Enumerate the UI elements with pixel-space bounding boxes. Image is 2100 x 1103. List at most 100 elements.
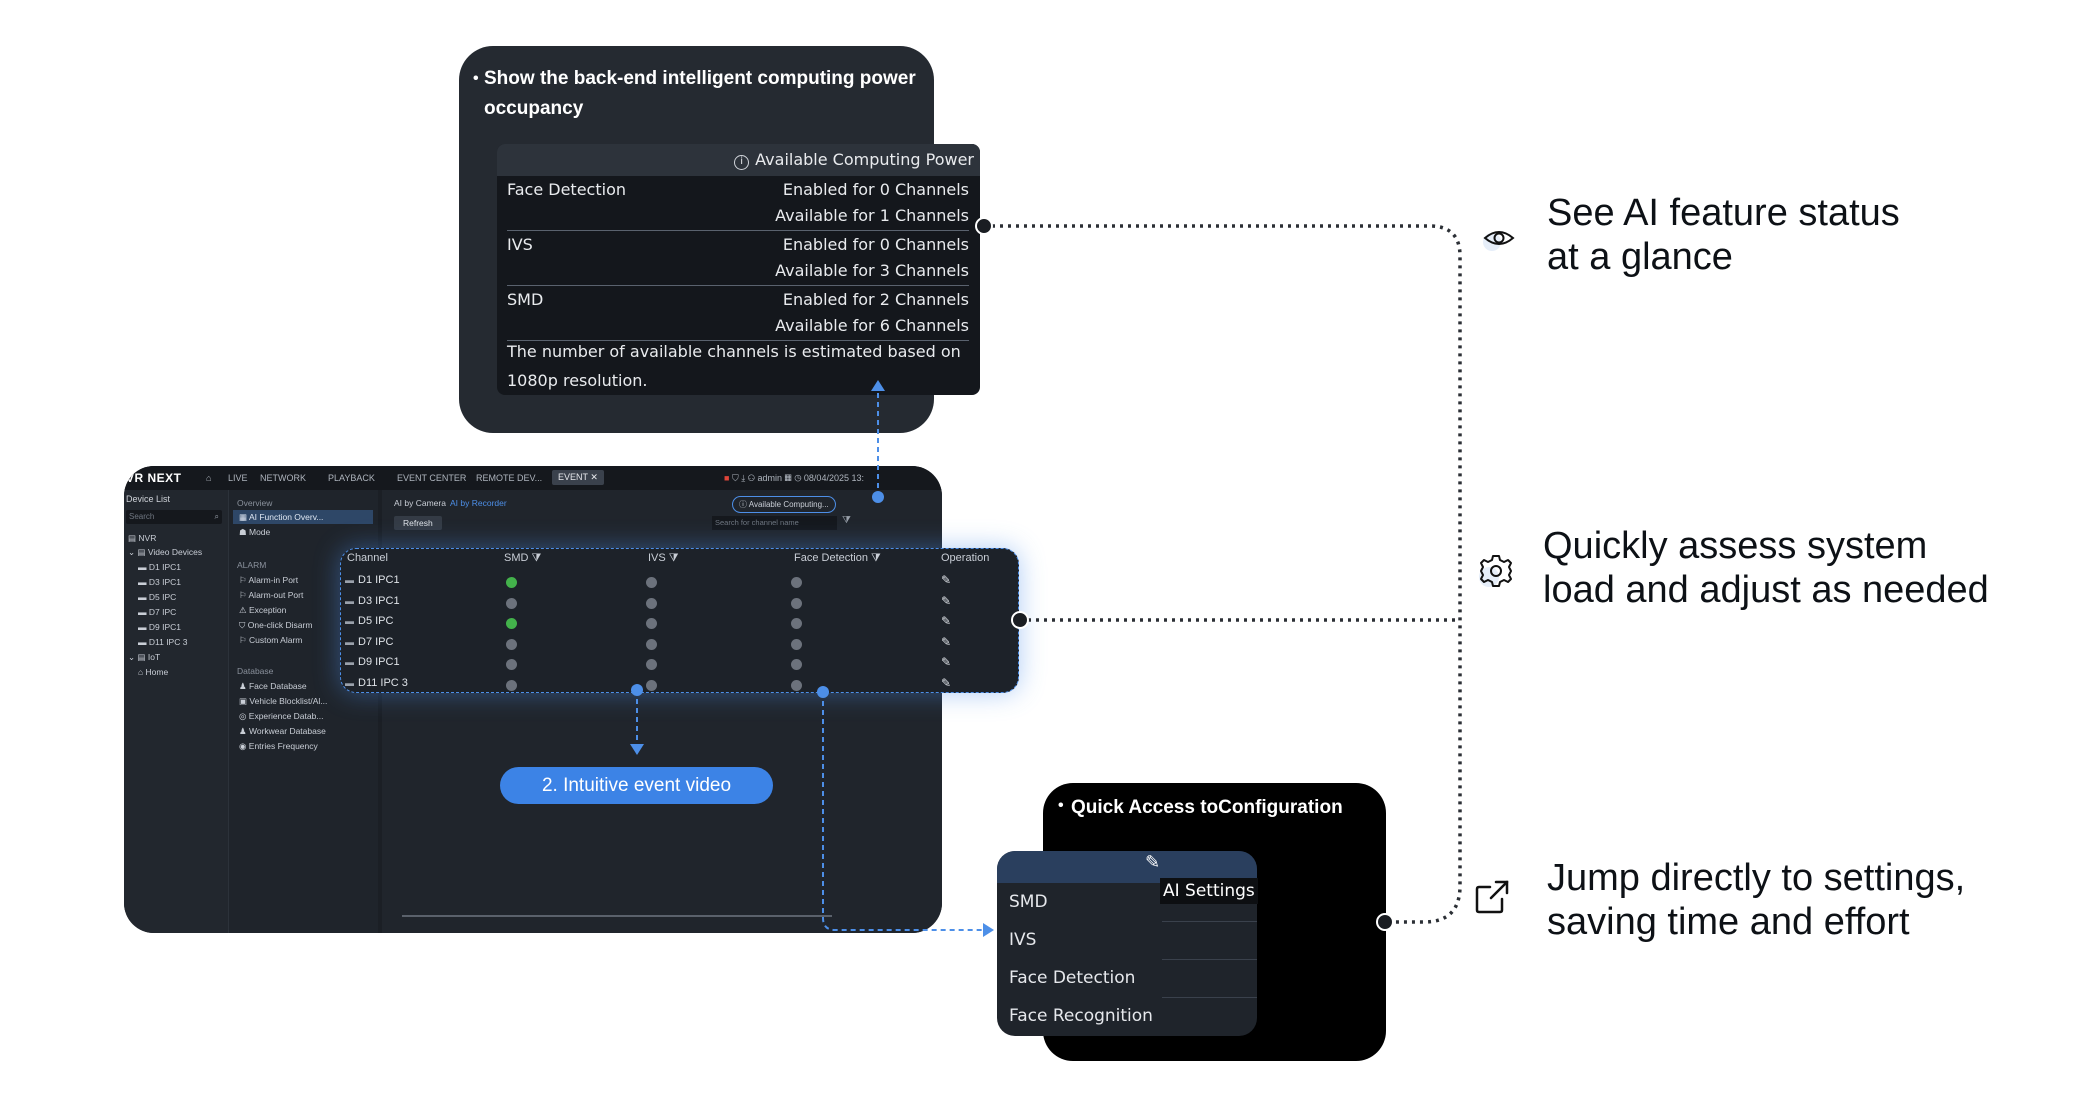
home-icon[interactable]: ⌂ <box>206 473 212 483</box>
power-row-ivs: IVS Enabled for 0 Channels Available for… <box>507 231 969 286</box>
channel-name: D1 IPC1 <box>358 574 400 586</box>
ai-menu-item-ivs[interactable]: IVS <box>1009 930 1037 950</box>
user-name[interactable]: admin <box>757 473 782 483</box>
edit-icon[interactable]: ✎ <box>941 634 952 649</box>
divider <box>1162 997 1257 998</box>
column-header-operation: Operation <box>941 552 990 564</box>
column-header-channel: Channel <box>347 552 388 564</box>
menu-item-custom-alarm[interactable]: ⚐ Custom Alarm <box>239 635 303 645</box>
camera-icon: ▬ <box>345 575 354 585</box>
device-item[interactable]: ▬ D11 IPC 3 <box>138 637 188 647</box>
nav-remote-devices[interactable]: REMOTE DEV... <box>476 473 543 483</box>
edit-icon[interactable]: ✎ <box>941 675 952 690</box>
edit-icon[interactable]: ✎ <box>1145 852 1161 872</box>
power-row-enabled: Enabled for 0 Channels <box>782 235 969 254</box>
status-dot-face <box>791 638 802 650</box>
grid-icon[interactable]: ▦ <box>784 473 792 483</box>
power-row-name: Face Detection <box>507 180 626 199</box>
divider <box>1162 959 1257 960</box>
menu-item-experience-database[interactable]: ◎ Experience Datab... <box>239 711 324 721</box>
arrow-right-icon <box>983 923 994 937</box>
alarm-icon[interactable]: ■ <box>724 473 730 483</box>
menu-item-ai-function-overview[interactable]: ▦ AI Function Overv... <box>233 510 373 524</box>
feature-status-text: See AI feature status at a glance <box>1547 191 1900 279</box>
device-nvr[interactable]: ▤ NVR <box>128 533 157 543</box>
app-logo: VR NEXT <box>126 471 182 485</box>
camera-icon: ▬ <box>345 595 354 606</box>
camera-icon: ▬ <box>345 677 354 688</box>
column-header-smd[interactable]: SMD ⧩ <box>504 552 542 564</box>
available-computing-button[interactable]: ⓘ Available Computing... <box>732 496 836 513</box>
power-row-available: Available for 3 Channels <box>775 261 969 280</box>
power-row-enabled: Enabled for 2 Channels <box>782 290 969 309</box>
user-area: ■ ⛉ ⤓ ⚇ admin ▦ ◷ 08/04/2025 13: <box>724 473 864 484</box>
menu-item-face-database[interactable]: ♟ Face Database <box>239 681 307 691</box>
quick-card-bullet-text: Quick Access toConfiguration <box>1071 797 1343 818</box>
channel-name: D11 IPC 3 <box>358 676 408 689</box>
menu-item-one-click-disarm[interactable]: ⛉ One-click Disarm <box>239 620 313 630</box>
menu-header-alarm: ALARM <box>237 560 267 570</box>
table-row: ▬ D1 IPC1 ✎ <box>341 571 1018 592</box>
device-item[interactable]: ▬ D9 IPC1 <box>138 622 181 632</box>
menu-item-workwear-database[interactable]: ♟ Workwear Database <box>239 726 326 736</box>
device-video-devices[interactable]: ⌄ ▤ Video Devices <box>128 547 203 557</box>
horizontal-scrollbar[interactable] <box>402 915 832 917</box>
menu-item-alarm-out[interactable]: ⚐ Alarm-out Port <box>239 590 304 600</box>
edit-icon[interactable]: ✎ <box>941 655 952 669</box>
column-header-ivs[interactable]: IVS ⧩ <box>648 552 679 564</box>
menu-item-alarm-in[interactable]: ⚐ Alarm-in Port <box>239 575 299 585</box>
tab-ai-by-camera[interactable]: AI by Camera <box>394 498 446 508</box>
status-dot-smd <box>506 597 517 609</box>
status-dot-smd <box>506 577 517 588</box>
channel-search-input[interactable]: Search for channel name <box>712 516 837 530</box>
power-row-enabled: Enabled for 0 Channels <box>782 180 969 199</box>
nav-live[interactable]: LIVE <box>228 473 248 483</box>
status-dot-face <box>791 659 802 670</box>
refresh-button[interactable]: Refresh <box>394 516 442 530</box>
menu-item-vehicle-blocklist[interactable]: ▣ Vehicle Blocklist/Al... <box>239 696 328 706</box>
channel-name: D3 IPC1 <box>358 594 400 607</box>
status-dot-face <box>791 679 802 691</box>
edit-icon[interactable]: ✎ <box>941 593 952 608</box>
power-row-smd: SMD Enabled for 2 Channels Available for… <box>507 286 969 341</box>
event-video-pill[interactable]: 2. Intuitive event video <box>500 767 773 804</box>
close-icon[interactable]: ✕ <box>590 472 598 482</box>
ai-menu-item-face-recognition[interactable]: Face Recognition <box>1009 1006 1153 1026</box>
status-dot-ivs <box>646 597 657 609</box>
divider <box>1162 921 1257 922</box>
channel-name: D9 IPC1 <box>358 656 400 668</box>
info-icon: i <box>734 155 750 170</box>
filter-icon[interactable]: ⧩ <box>842 515 851 526</box>
ai-menu-item-smd[interactable]: SMD <box>1009 892 1048 912</box>
menu-item-entries-frequency[interactable]: ◉ Entries Frequency <box>239 741 318 751</box>
device-home[interactable]: ⌂ Home <box>138 667 169 677</box>
user-icon: ⚇ <box>747 473 755 483</box>
clock-icon: ◷ <box>794 473 802 483</box>
shield-icon[interactable]: ⛉ <box>731 473 739 483</box>
nav-network[interactable]: NETWORK <box>260 473 306 483</box>
tab-ai-by-recorder[interactable]: AI by Recorder <box>450 498 507 508</box>
edit-icon[interactable]: ✎ <box>941 614 952 628</box>
computing-card-bullet: •Show the back-end intelligent computing… <box>473 68 916 119</box>
nav-playback[interactable]: PLAYBACK <box>328 473 375 483</box>
device-item[interactable]: ▬ D3 IPC1 <box>138 577 181 587</box>
nav-event-center[interactable]: EVENT CENTER <box>397 473 467 483</box>
device-search-input[interactable]: Search⌕ <box>126 510 222 524</box>
column-header-face-detection[interactable]: Face Detection ⧩ <box>794 552 881 564</box>
nav-event-tab[interactable]: EVENT ✕ <box>552 470 604 485</box>
menu-item-exception[interactable]: ⚠ Exception <box>239 605 287 615</box>
ai-settings-tooltip: AI Settings <box>1160 878 1258 904</box>
menu-item-mode[interactable]: ☗ Mode <box>239 527 271 537</box>
device-item[interactable]: ▬ D5 IPC <box>138 592 177 602</box>
download-icon[interactable]: ⤓ <box>741 473 746 483</box>
device-item[interactable]: ▬ D1 IPC1 <box>138 562 181 572</box>
feature-jump-line1: Jump directly to settings, <box>1547 857 1966 899</box>
device-item[interactable]: ▬ D7 IPC <box>138 607 177 617</box>
device-iot[interactable]: ⌄ ▤ IoT <box>128 652 161 662</box>
ai-menu-item-face-detection[interactable]: Face Detection <box>1009 968 1136 988</box>
edit-icon[interactable]: ✎ <box>941 573 952 587</box>
status-dot-smd <box>506 618 517 629</box>
